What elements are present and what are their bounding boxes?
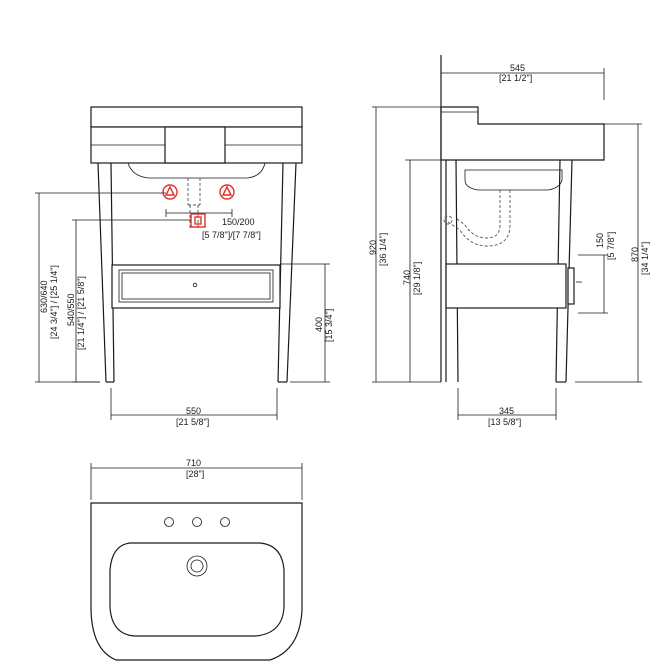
dim-total-height: 920 (368, 240, 378, 255)
tap-hole-right (220, 517, 230, 527)
dim-leg-depth-in: [13 5/8"] (488, 417, 521, 427)
dim-overall-height-in: [24 3/4"] / [25 1/4"] (49, 265, 59, 339)
top-view (90, 463, 303, 661)
side-trap (455, 190, 501, 239)
dim-supply-offset-in: [5 7/8"]/[7 7/8"] (202, 230, 261, 240)
dim-rim-height-in: [29 1/8"] (412, 262, 422, 295)
dim-wall-height: 870 (630, 247, 640, 262)
dim-supply-offset: 150/200 (222, 217, 255, 227)
dim-drain-offset-in: [5 7/8"] (606, 232, 616, 260)
dim-overall-height: 630/640 (39, 280, 49, 313)
front-view (35, 106, 330, 420)
front-right-leg (277, 162, 297, 383)
dim-front-width-in: [21 5/8"] (176, 417, 209, 427)
dim-shelf-height-in: [15 3/4"] (324, 309, 334, 342)
dim-leg-depth: 345 (499, 406, 514, 416)
front-bowl-underside (127, 162, 266, 179)
supply-valve-left-marker (162, 184, 178, 200)
dim-rim-height: 740 (402, 270, 412, 285)
tap-hole-center (192, 517, 202, 527)
front-basin-center-panel (164, 126, 226, 164)
supply-valve-right-marker (219, 184, 235, 200)
side-basin (440, 106, 605, 161)
dim-total-height-in: [36 1/4"] (378, 233, 388, 266)
dim-drain-height: 540/550 (66, 293, 76, 326)
front-drain-pipe (187, 178, 201, 206)
side-shelf (445, 263, 567, 309)
front-basin-top (90, 106, 303, 128)
dim-drain-height-in: [21 1/4"] / [21 5/8"] (76, 276, 86, 350)
front-drawer (118, 269, 274, 303)
top-basin-outline (90, 502, 303, 661)
drain-outlet-marker (190, 213, 206, 228)
tap-hole-left (164, 517, 174, 527)
dim-front-width: 550 (186, 406, 201, 416)
dim-side-depth-in: [21 1/2"] (499, 73, 532, 83)
drawer-knob (192, 282, 198, 288)
top-bowl (109, 542, 285, 637)
dim-shelf-height: 400 (314, 317, 324, 332)
side-bowl (464, 169, 563, 191)
dim-wall-height-in: [34 1/4"] (640, 242, 650, 275)
dim-drain-offset: 150 (595, 233, 605, 248)
dim-top-width-in: [28"] (186, 469, 204, 479)
side-view (372, 55, 642, 420)
drain-hole-inner (190, 559, 204, 573)
dim-side-depth: 545 (510, 63, 525, 73)
dim-top-width: 710 (186, 458, 201, 468)
drain-hole-outer (186, 555, 208, 577)
